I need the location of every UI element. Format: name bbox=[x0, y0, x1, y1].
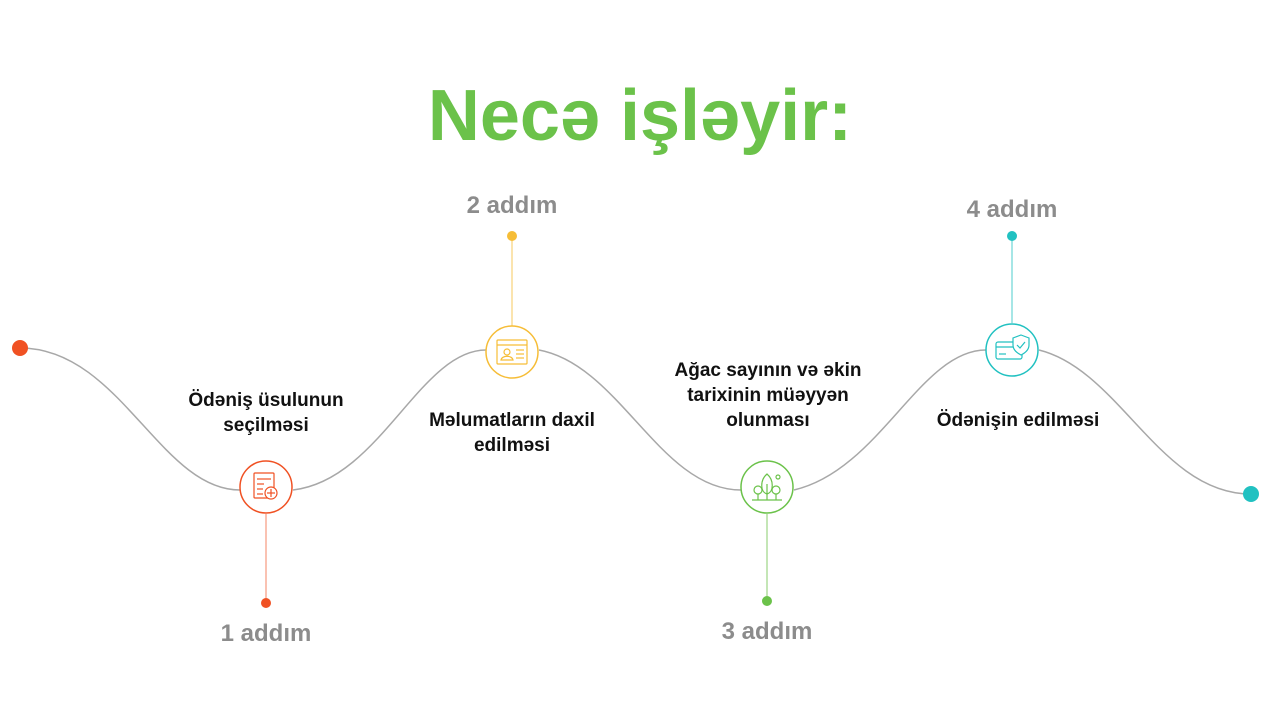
step-2-ring bbox=[485, 325, 539, 379]
step-1-number: 1 addım bbox=[220, 620, 312, 647]
card-shield-icon bbox=[995, 334, 1030, 360]
step-4-dot bbox=[1007, 231, 1017, 241]
step-2-number: 2 addım bbox=[466, 192, 558, 219]
profile-form-icon bbox=[496, 339, 528, 365]
step-4-node bbox=[985, 231, 1039, 377]
step-2-description: Məlumatların daxil edilməsi bbox=[429, 410, 595, 456]
trees-icon bbox=[752, 473, 782, 501]
step-4-ring bbox=[985, 323, 1039, 377]
step-1-ring bbox=[239, 460, 293, 514]
step-3-number: 3 addım bbox=[721, 618, 813, 645]
step-2-node bbox=[485, 231, 539, 379]
step-3-dot bbox=[762, 596, 772, 606]
end-dot bbox=[1243, 486, 1259, 502]
start-dot bbox=[12, 340, 28, 356]
document-card-icon bbox=[253, 472, 278, 500]
step-2-dot bbox=[507, 231, 517, 241]
page-title: Necə işləyir: bbox=[427, 76, 853, 156]
step-1-node bbox=[239, 460, 293, 608]
step-3-description: Ağac sayının və əkin tarixinin müəyyən o… bbox=[674, 360, 862, 431]
step-4-description: Ödənişin edilməsi bbox=[936, 410, 1100, 431]
step-1-dot bbox=[261, 598, 271, 608]
step-4-number: 4 addım bbox=[966, 196, 1058, 223]
step-1-description: Ödəniş üsulunun seçilməsi bbox=[188, 390, 344, 436]
step-3-node bbox=[740, 460, 794, 606]
flow-curve bbox=[19, 347, 1252, 495]
